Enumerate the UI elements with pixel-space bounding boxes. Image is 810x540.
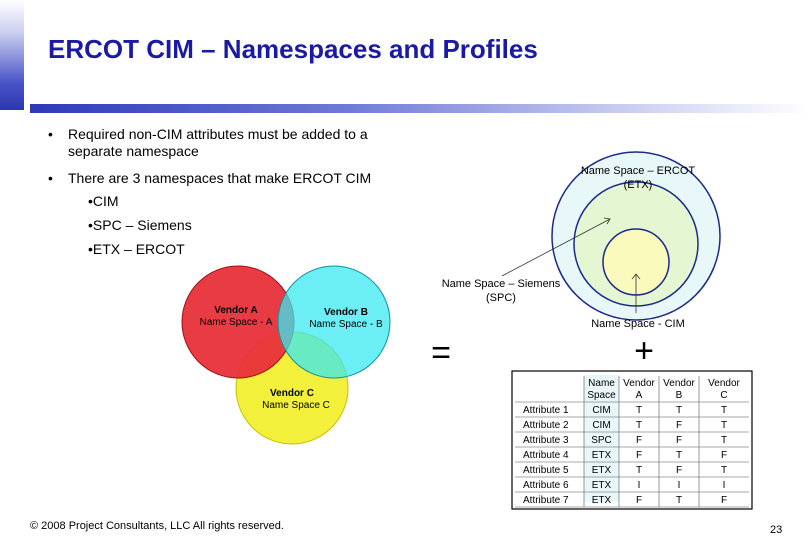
table-cell: F <box>676 420 682 431</box>
cim-namespace-label: Name Space - CIM <box>591 318 685 330</box>
table-cell: CIM <box>592 420 610 431</box>
slide-title: ERCOT CIM – Namespaces and Profiles <box>48 34 538 64</box>
table-cell: ETX <box>592 480 612 491</box>
table-cell: ETX <box>592 495 612 506</box>
table-cell: SPC <box>591 435 612 446</box>
namespace-column-bg <box>584 375 619 502</box>
table-cell: Attribute 3 <box>523 435 569 446</box>
table-cell: ETX <box>592 465 612 476</box>
ercot-namespace-abbr: (ETX) <box>624 179 653 191</box>
table-cell: I <box>678 480 681 491</box>
bullet-dot: • <box>48 170 53 186</box>
venn-circle-b <box>277 265 391 379</box>
bullet-line: Required non-CIM attributes must be adde… <box>68 126 368 142</box>
siemens-namespace-label: Name Space – Siemens <box>442 278 561 290</box>
bullet-text: There are 3 namespaces that make ERCOT C… <box>68 170 372 186</box>
table-header-cell: Name <box>588 378 615 389</box>
siemens-namespace-abbr: (SPC) <box>486 292 516 304</box>
table-cell: T <box>676 450 682 461</box>
table-cell: Attribute 2 <box>523 420 569 431</box>
table-cell: F <box>721 495 727 506</box>
page-number: 23 <box>770 524 783 536</box>
bullet-line: separate namespace <box>68 143 199 159</box>
table-cell: T <box>721 405 727 416</box>
namespace-a-label: Name Space - A <box>200 317 273 328</box>
table-header-cell: Vendor <box>623 378 655 389</box>
table-cell: Attribute 7 <box>523 495 569 506</box>
table-cell: I <box>638 480 641 491</box>
bullet-text: Required non-CIM attributes must be adde… <box>68 126 368 160</box>
namespace-c-label: Name Space C <box>262 400 330 411</box>
table-cell: F <box>676 465 682 476</box>
nested-namespaces: Name Space – ERCOT (ETX) Name Space – Si… <box>442 151 721 330</box>
bullet-list: • Required non-CIM attributes must be ad… <box>48 126 448 261</box>
table-header-cell: B <box>676 390 683 401</box>
table-cell: T <box>636 405 642 416</box>
table-header-cell: Space <box>587 390 616 401</box>
attribute-table: NameSpaceVendorAVendorBVendorCAttribute … <box>511 370 753 510</box>
table-cell: F <box>676 435 682 446</box>
sub-bullet-etx: •ETX – ERCOT <box>88 241 185 257</box>
table-cell: T <box>721 420 727 431</box>
table-cell: T <box>721 435 727 446</box>
table-header-cell: C <box>720 390 727 401</box>
table-cells: NameSpaceVendorAVendorBVendorCAttribute … <box>523 378 741 506</box>
table-cell: T <box>676 495 682 506</box>
bullet-item: • Required non-CIM attributes must be ad… <box>48 126 448 160</box>
venn-diagram: Vendor A Name Space - A Vendor B Name Sp… <box>181 265 391 445</box>
table-cell: T <box>721 465 727 476</box>
siemens-pointer-arrow <box>501 218 611 277</box>
table-border <box>511 370 753 510</box>
cim-arrowhead <box>631 273 641 280</box>
left-accent-bar <box>0 0 24 110</box>
table-cell: F <box>636 435 642 446</box>
table-cell: F <box>636 450 642 461</box>
copyright-footer: © 2008 Project Consultants, LLC All righ… <box>30 520 284 532</box>
table-header-cell: Vendor <box>663 378 695 389</box>
table-cell: I <box>723 480 726 491</box>
ercot-namespace-label: Name Space – ERCOT <box>581 165 696 177</box>
bullet-item: • There are 3 namespaces that make ERCOT… <box>48 170 448 187</box>
equals-sign: = <box>431 334 451 372</box>
table-header-cell: Vendor <box>708 378 740 389</box>
siemens-arrowhead <box>603 217 611 225</box>
table-grid <box>515 376 749 508</box>
table-cell: T <box>636 420 642 431</box>
table-header-cell: A <box>636 390 643 401</box>
table-cell: Attribute 5 <box>523 465 569 476</box>
table-cell: CIM <box>592 405 610 416</box>
title-underline <box>30 104 810 113</box>
table-cell: T <box>676 405 682 416</box>
table-cell: Attribute 6 <box>523 480 569 491</box>
table-cell: ETX <box>592 450 612 461</box>
table-cell: Attribute 4 <box>523 450 569 461</box>
table-cell: F <box>721 450 727 461</box>
bullet-dot: • <box>48 126 53 142</box>
vendor-c-label: Vendor C <box>270 388 314 399</box>
table-cell: Attribute 1 <box>523 405 569 416</box>
sub-bullet-list: •CIM •SPC – Siemens •ETX – ERCOT <box>88 189 448 261</box>
vendor-a-label: Vendor A <box>214 305 258 316</box>
namespace-b-label: Name Space - B <box>309 319 383 330</box>
sub-bullet-cim: •CIM <box>88 193 119 209</box>
table-cell: F <box>636 495 642 506</box>
table-cell: T <box>636 465 642 476</box>
sub-bullet-spc: •SPC – Siemens <box>88 217 192 233</box>
plus-sign: + <box>634 332 654 370</box>
vendor-b-label: Vendor B <box>324 307 368 318</box>
